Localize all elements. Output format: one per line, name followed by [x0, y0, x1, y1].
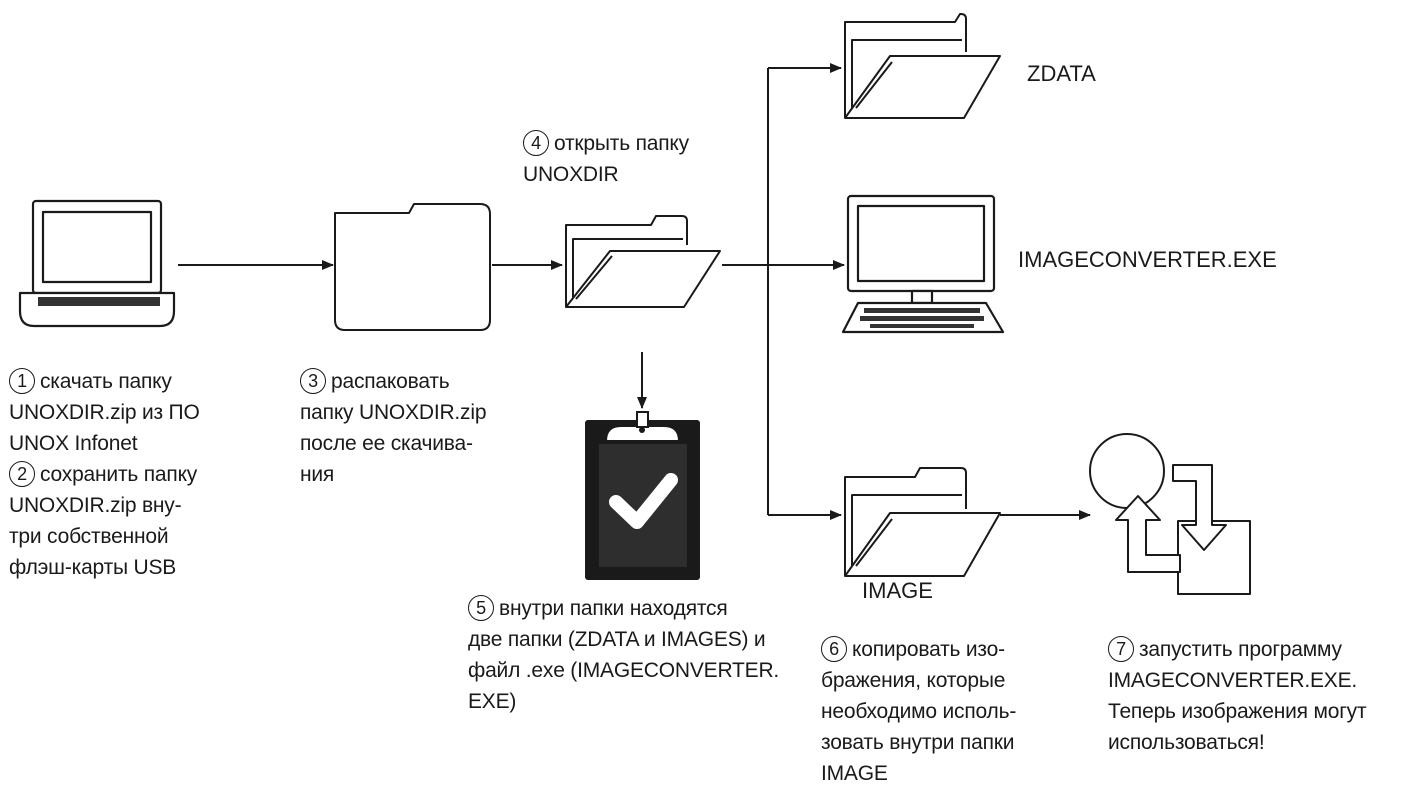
step-1-line: скачать папку — [40, 370, 172, 393]
step-4-number: 4 — [523, 130, 549, 156]
step-3-line: после ее скачива- — [300, 432, 473, 455]
step-6-line: бражения, которые — [821, 669, 1006, 692]
step-5-line: файл .exe (IMAGECONVERTER. — [468, 659, 780, 682]
step-2-line: флэш-карты USB — [9, 556, 177, 579]
connectors — [178, 63, 1091, 520]
step-5-line: внутри папки находятся — [499, 597, 728, 620]
step-2-number: 2 — [9, 461, 35, 487]
step-7-line: Теперь изображения могут — [1108, 700, 1367, 723]
image-label: IMAGE — [862, 578, 933, 603]
step-6-number: 6 — [821, 636, 847, 662]
step-3-line: ния — [300, 463, 335, 486]
step-2-line: UNOXDIR.zip вну- — [9, 494, 182, 517]
step-5-line: две папки (ZDATA и IMAGES) и — [468, 628, 766, 651]
step-6-line: необходимо исполь- — [821, 700, 1017, 723]
step-4-line: UNOXDIR — [523, 163, 619, 186]
step-6-line: копировать изо- — [852, 638, 1005, 661]
step-7-line: IMAGECONVERTER.EXE. — [1108, 669, 1358, 692]
step-2-line: три собственной — [9, 525, 169, 548]
step-3-number: 3 — [300, 368, 326, 394]
desktop-computer-icon — [841, 194, 1005, 334]
step-6-line: IMAGE — [821, 762, 888, 785]
step-5-line: EXE) — [468, 690, 517, 713]
folder-closed-icon — [334, 203, 491, 331]
step-4-line: открыть папку — [554, 132, 689, 155]
clipboard-check-icon — [585, 411, 700, 580]
step-5-number: 5 — [468, 595, 494, 621]
exe-label: IMAGECONVERTER.EXE — [1018, 247, 1277, 272]
step-1-line: UNOXDIR.zip из ПО — [9, 401, 200, 424]
folder-open-icon — [565, 215, 721, 308]
step-3-line: распаковать — [331, 370, 450, 393]
folder-open-icon — [844, 467, 1001, 577]
convert-process-icon — [1089, 433, 1251, 595]
zdata-label: ZDATA — [1027, 61, 1096, 86]
step-1-number: 1 — [9, 368, 35, 394]
folder-open-icon — [844, 13, 1001, 119]
step-1-line: UNOX Infonet — [9, 432, 138, 455]
laptop-icon — [18, 199, 176, 328]
step-2-line: сохранить папку — [40, 463, 198, 486]
step-7-line: запустить программу — [1139, 638, 1342, 661]
step-7-line: использоваться! — [1108, 731, 1265, 754]
step-6-line: зовать внутри папки — [821, 731, 1015, 754]
step-7-number: 7 — [1108, 636, 1134, 662]
step-3-line: папку UNOXDIR.zip — [300, 401, 487, 424]
